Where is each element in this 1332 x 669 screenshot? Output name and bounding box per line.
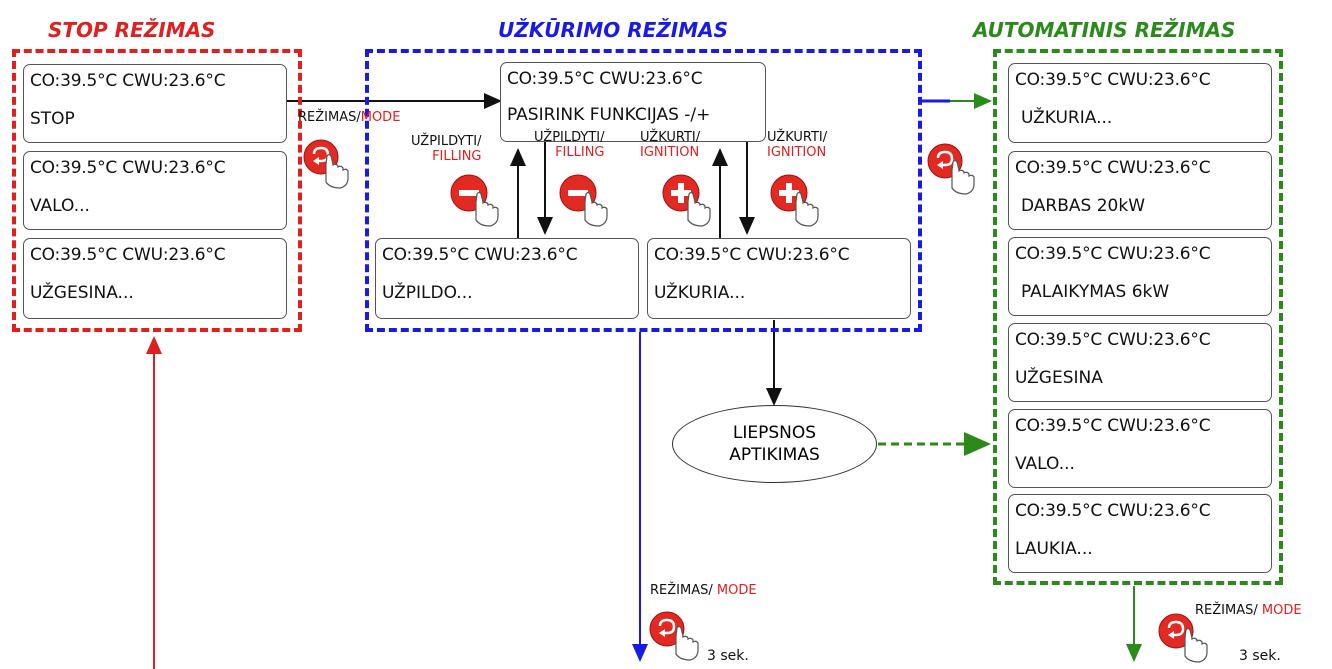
mode-label-stop: REŽIMAS/MODE (298, 110, 401, 125)
status-line: CO:39.5°C CWU:23.6°C (1015, 244, 1211, 264)
screen-message: STOP (30, 109, 75, 129)
status-line: CO:39.5°C CWU:23.6°C (382, 245, 578, 265)
mode-label-auto: REŽIMAS/ MODE (1195, 603, 1302, 618)
stop-screen-cleaning: CO:39.5°C CWU:23.6°C VALO... (23, 151, 287, 230)
fill-label-2: UŽPILDYTI/FILLING (534, 130, 605, 160)
screen-message: UŽGESINA (1015, 368, 1103, 388)
hand-pointer-icon (951, 159, 975, 195)
ignition-screen-select: CO:39.5°C CWU:23.6°C PASIRINK FUNKCIJAS … (500, 62, 766, 142)
minus-icon (559, 174, 608, 227)
ignition-mode-frame (365, 49, 922, 332)
hand-pointer-icon (1184, 627, 1208, 663)
mode-back-icon (649, 611, 699, 661)
auto-mode-frame (993, 49, 1283, 585)
hand-pointer-icon (325, 153, 349, 189)
fill-label-1: UŽPILDYTI/FILLING (411, 134, 482, 164)
mode-back-icon (1158, 613, 1208, 663)
screen-message: DARBAS 20kW (1021, 196, 1146, 216)
flame-line-2: APTIKIMAS (729, 445, 820, 465)
status-line: CO:39.5°C CWU:23.6°C (1015, 416, 1211, 436)
auto-screen-maintain: CO:39.5°C CWU:23.6°C PALAIKYMAS 6kW (1008, 237, 1272, 316)
hold-seconds-label-2: 3 sek. (1239, 648, 1281, 664)
status-line: CO:39.5°C CWU:23.6°C (30, 158, 226, 178)
plus-icon (770, 174, 819, 227)
status-line: CO:39.5°C CWU:23.6°C (1015, 70, 1211, 90)
auto-mode-title: AUTOMATINIS REŽIMAS (973, 18, 1236, 42)
hand-pointer-icon (475, 191, 499, 227)
ignition-screen-filling: CO:39.5°C CWU:23.6°C UŽPILDO... (375, 238, 639, 319)
ignition-mode-title: UŽKŪRIMO REŽIMAS (498, 18, 728, 42)
screen-message: VALO... (30, 196, 90, 216)
screen-message: UŽKURIA... (1021, 108, 1113, 128)
status-line: CO:39.5°C CWU:23.6°C (507, 69, 703, 89)
status-line: CO:39.5°C CWU:23.6°C (30, 71, 226, 91)
auto-screen-cleaning: CO:39.5°C CWU:23.6°C VALO... (1008, 409, 1272, 488)
stop-screen-extinguish: CO:39.5°C CWU:23.6°C UŽGESINA... (23, 238, 287, 319)
ignite-label-2: UŽKURTI/IGNITION (767, 130, 828, 160)
screen-message: UŽGESINA... (30, 283, 134, 303)
stop-mode-title: STOP REŽIMAS (48, 18, 216, 42)
hand-pointer-icon (584, 191, 608, 227)
status-line: CO:39.5°C CWU:23.6°C (1015, 501, 1211, 521)
plus-icon (662, 174, 711, 227)
screen-message: PALAIKYMAS 6kW (1021, 282, 1170, 302)
hand-pointer-icon (795, 191, 819, 227)
screen-message: UŽPILDO... (382, 283, 473, 303)
status-line: CO:39.5°C CWU:23.6°C (30, 245, 226, 265)
status-line: CO:39.5°C CWU:23.6°C (654, 245, 850, 265)
flame-line-1: LIEPSNOS (732, 423, 817, 443)
flame-detection-node: LIEPSNOS APTIKIMAS (672, 405, 877, 483)
status-line: CO:39.5°C CWU:23.6°C (1015, 158, 1211, 178)
ignite-label-1: UŽKURTI/IGNITION (640, 130, 701, 160)
auto-screen-igniting: CO:39.5°C CWU:23.6°C UŽKURIA... (1008, 63, 1272, 143)
screen-message: UŽKURIA... (654, 283, 746, 303)
auto-screen-work: CO:39.5°C CWU:23.6°C DARBAS 20kW (1008, 151, 1272, 230)
auto-screen-waiting: CO:39.5°C CWU:23.6°C LAUKIA... (1008, 494, 1272, 573)
ignition-screen-igniting: CO:39.5°C CWU:23.6°C UŽKURIA... (647, 238, 911, 319)
mode-back-icon (303, 139, 349, 189)
screen-message: PASIRINK FUNKCIJAS -/+ (507, 105, 711, 125)
screen-message: VALO... (1015, 454, 1075, 474)
minus-icon (450, 174, 499, 227)
status-line: CO:39.5°C CWU:23.6°C (1015, 330, 1211, 350)
stop-screen-stop: CO:39.5°C CWU:23.6°C STOP (23, 64, 287, 143)
hand-pointer-icon (687, 191, 711, 227)
stop-mode-frame (12, 49, 302, 332)
hand-pointer-icon (675, 625, 699, 661)
screen-message: LAUKIA... (1015, 539, 1093, 559)
hold-seconds-label-1: 3 sek. (707, 648, 749, 664)
mode-back-icon (927, 143, 975, 195)
auto-screen-extinguish: CO:39.5°C CWU:23.6°C UŽGESINA (1008, 323, 1272, 402)
mode-label-ignition: REŽIMAS/ MODE (650, 583, 757, 598)
